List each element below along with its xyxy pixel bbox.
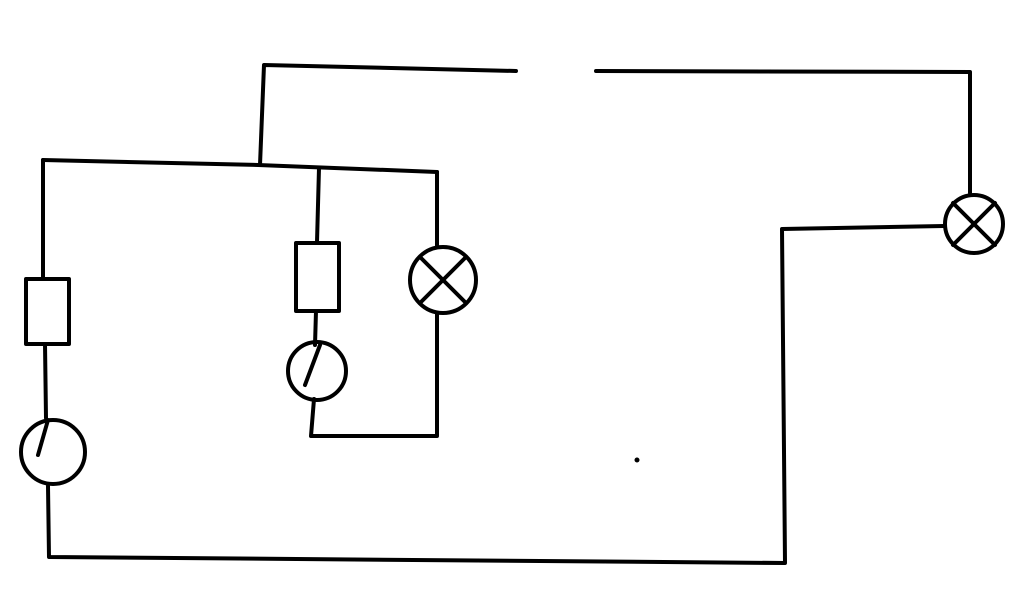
switch-middle — [286, 340, 348, 402]
wire-bottom-rail — [46, 224, 946, 565]
wire-mid-upper — [315, 166, 321, 244]
lamp-right — [943, 193, 1005, 255]
wire-mid-middle — [313, 309, 318, 347]
wire-riser-left — [258, 63, 518, 167]
lamp-middle — [408, 245, 478, 315]
switch-left — [19, 418, 87, 486]
resistor-left — [24, 277, 71, 346]
wire-mid-lower — [309, 312, 439, 438]
wire-left-middle — [43, 342, 48, 420]
stray-dot — [634, 457, 640, 463]
wire-top-right — [594, 69, 972, 195]
wires — [41, 63, 972, 565]
wire-top-rail — [41, 158, 439, 174]
resistor-middle — [294, 241, 341, 313]
